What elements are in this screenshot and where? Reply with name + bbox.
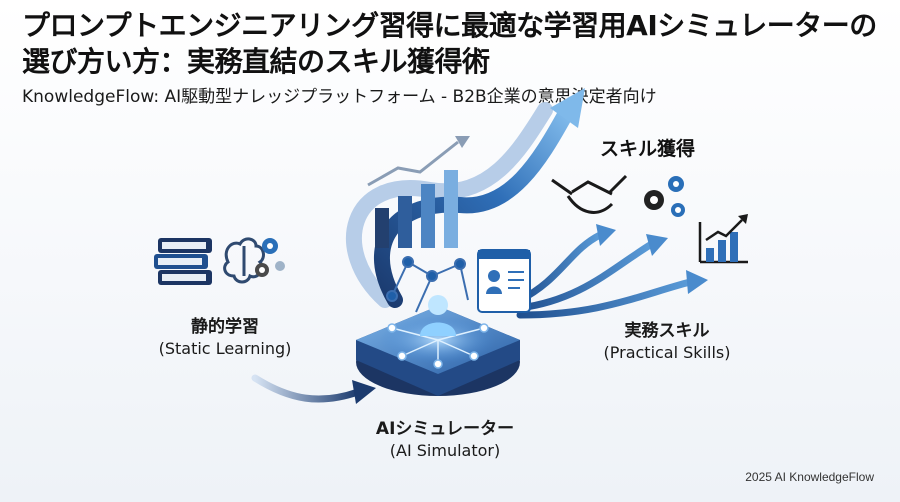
ai-simulator-en: (AI Simulator) (389, 441, 501, 460)
page-subtitle: KnowledgeFlow: AI駆動型ナレッジプラットフォーム - B2B企業… (22, 87, 657, 107)
static-to-simulator-arrow (251, 374, 362, 403)
network-icon (386, 256, 469, 313)
static-learning-en: (Static Learning) (158, 339, 292, 358)
person-icon (420, 295, 456, 336)
branch-arrow-middle (516, 241, 654, 312)
static-learning-label: 静的学習 (Static Learning) (140, 316, 310, 359)
practical-skills-jp: 実務スキル (624, 321, 710, 341)
page-title: プロンプトエンジニアリング習得に最適な学習用AIシミュレーターの選び方い方：実務… (22, 9, 877, 78)
branch-arrow-top (516, 231, 604, 304)
skill-acquisition-label: スキル獲得 (600, 138, 696, 160)
bar-chart-icon (698, 214, 748, 264)
practical-skills-en: (Practical Skills) (603, 343, 731, 362)
handshake-icon (551, 174, 628, 214)
bar-chart-icon (367, 136, 470, 248)
footer-credit: 2025 AI KnowledgeFlow (745, 470, 874, 484)
book-stack-icon (154, 238, 212, 285)
ai-simulator-jp: AIシミュレーター (375, 419, 515, 439)
branch-arrow-bottom (516, 278, 694, 319)
ai-simulator-platform (356, 295, 520, 396)
practical-skills-label: 実務スキル (Practical Skills) (582, 320, 752, 363)
gear-icon (255, 238, 285, 277)
gear-icon (644, 176, 685, 217)
growth-arrow-main (374, 107, 573, 308)
static-learning-jp: 静的学習 (191, 317, 259, 337)
ai-simulator-label: AIシミュレーター (AI Simulator) (360, 418, 530, 461)
profile-card-icon (477, 249, 531, 313)
brain-icon (223, 237, 265, 284)
